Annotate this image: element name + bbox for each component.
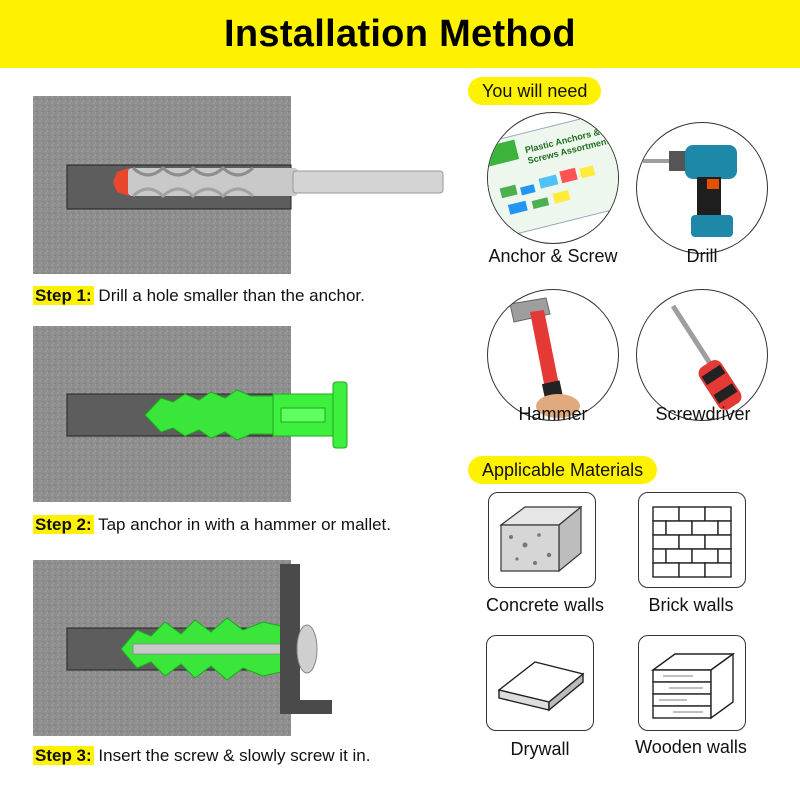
brick-tile xyxy=(638,492,746,588)
screwdriver-circle xyxy=(636,289,768,421)
drywall-tile xyxy=(486,635,594,731)
anchor-kit-caption: Anchor & Screw xyxy=(488,246,618,266)
step-3-illustration xyxy=(33,560,332,736)
hammer-caption: Hammer xyxy=(518,404,588,424)
anchor-in-wall-icon xyxy=(33,326,348,502)
step-3-label: Step 3: xyxy=(33,746,94,765)
step-2-illustration xyxy=(33,326,348,502)
drill-bit-in-wall-icon xyxy=(33,96,444,274)
drywall-icon xyxy=(497,661,585,712)
screwdriver-caption: Screwdriver xyxy=(655,404,751,424)
step-3-text: Insert the screw & slowly screw it in. xyxy=(93,746,371,765)
anchor-kit-icon: Plastic Anchors & Screws Assortment Kit xyxy=(488,113,618,240)
step-2-text: Tap anchor in with a hammer or mallet. xyxy=(93,515,392,534)
step-2-label: Step 2: xyxy=(33,515,94,534)
drill-caption: Drill xyxy=(686,246,718,266)
step-3-caption: Step 3: Insert the screw & slowly screw … xyxy=(33,746,371,766)
anchor-kit-circle: Plastic Anchors & Screws Assortment Kit xyxy=(487,112,619,244)
hammer-circle xyxy=(487,289,619,421)
concrete-caption: Concrete walls xyxy=(485,595,605,615)
step-1-caption: Step 1: Drill a hole smaller than the an… xyxy=(33,286,365,306)
step-1-illustration xyxy=(33,96,444,274)
wood-tile xyxy=(638,635,746,731)
brick-caption: Brick walls xyxy=(648,595,734,615)
step-2-caption: Step 2: Tap anchor in with a hammer or m… xyxy=(33,515,391,535)
screwdriver-icon xyxy=(670,304,742,410)
brick-wall-icon xyxy=(652,506,732,578)
wood-caption: Wooden walls xyxy=(635,737,747,757)
materials-heading: Applicable Materials xyxy=(468,456,658,484)
hammer-icon xyxy=(509,297,580,418)
wood-planks-icon xyxy=(650,652,736,720)
title-banner: Installation Method xyxy=(0,0,800,68)
drill-icon xyxy=(643,145,737,237)
step-1-text: Drill a hole smaller than the anchor. xyxy=(93,286,365,305)
screw-in-anchor-icon xyxy=(33,560,332,736)
concrete-block-icon xyxy=(499,505,583,573)
drywall-caption: Drywall xyxy=(510,739,570,759)
page-title: Installation Method xyxy=(224,12,576,55)
concrete-tile xyxy=(488,492,596,588)
tools-heading: You will need xyxy=(468,77,602,105)
drill-circle xyxy=(636,122,768,254)
step-1-label: Step 1: xyxy=(33,286,94,305)
